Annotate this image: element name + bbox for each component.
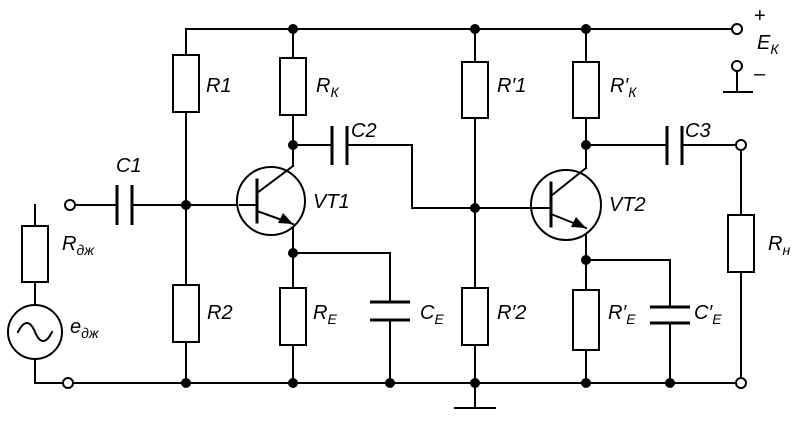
- label-rdzh: Rдж: [62, 233, 95, 258]
- label-rk: RК: [316, 75, 339, 100]
- junctions: [181, 24, 675, 388]
- label-c1: C1: [116, 155, 142, 177]
- output-ground-terminal: [735, 377, 747, 389]
- resistor-rk: [279, 57, 307, 116]
- resistor-rk-prime: [572, 61, 600, 119]
- output-terminal: [735, 139, 747, 151]
- label-r1: R1: [206, 75, 232, 97]
- transistor-vt1: [236, 164, 306, 236]
- label-c3: C3: [685, 120, 711, 142]
- capacitor-ce-prime: [650, 305, 690, 325]
- label-r2: R2: [207, 302, 233, 324]
- label-vt2: VT2: [609, 194, 646, 216]
- label-edzh: eдж: [70, 316, 100, 341]
- label-plus: +: [754, 5, 766, 27]
- capacitor-ce: [370, 300, 410, 322]
- vt2-emitter-arrow: [571, 217, 586, 228]
- capacitor-c3: [665, 126, 684, 165]
- resistor-r2: [172, 284, 200, 343]
- vt1-emitter-arrow: [278, 213, 293, 224]
- capacitor-c2: [330, 126, 349, 165]
- resistor-rh: [727, 214, 755, 273]
- signal-source-edzh: [7, 304, 63, 360]
- resistor-rdzh: [21, 225, 49, 283]
- supply-plus-terminal: [731, 23, 743, 35]
- label-c2: C2: [351, 120, 377, 142]
- label-r2-prime: R′2: [497, 302, 526, 324]
- input-ground-terminal: [62, 377, 74, 389]
- input-terminal: [64, 199, 76, 211]
- capacitor-c1: [115, 185, 134, 225]
- label-ek: EК: [757, 32, 779, 57]
- label-re: RE: [313, 302, 337, 327]
- label-rk-prime: R′К: [610, 75, 637, 100]
- label-re-prime: R′E: [608, 302, 636, 327]
- resistor-re-prime: [572, 289, 600, 351]
- resistor-re: [279, 287, 307, 346]
- resistor-r1: [172, 54, 200, 113]
- label-rh: Rн: [768, 233, 790, 258]
- label-ce: CE: [420, 302, 444, 327]
- label-vt1: VT1: [313, 191, 350, 213]
- label-ce-prime: C′E: [694, 302, 722, 327]
- terminals: [62, 23, 747, 389]
- wires: [34, 28, 753, 409]
- supply-minus-terminal: [731, 60, 743, 72]
- resistor-r1-prime: [461, 61, 489, 119]
- transistor-vt2: [530, 166, 602, 241]
- label-r1-prime: R′1: [497, 75, 526, 97]
- label-minus: –: [754, 63, 766, 85]
- resistor-r2-prime: [461, 287, 489, 346]
